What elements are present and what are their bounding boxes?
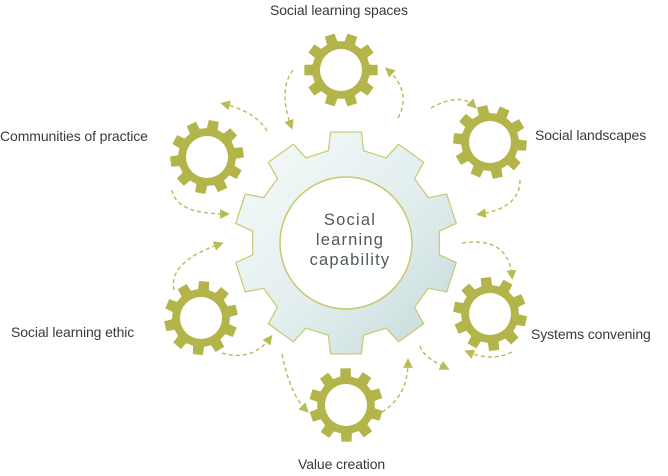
label-social-learning-spaces: Social learning spaces <box>270 2 408 18</box>
cycle-arrow <box>172 241 224 291</box>
label-communities-of-practice: Communities of practice <box>0 128 148 144</box>
cycle-arrow <box>464 349 513 359</box>
gear-hole <box>469 293 511 335</box>
cycle-arrow <box>221 334 273 357</box>
center-label-line: learning <box>315 231 385 249</box>
label-value-creation: Value creation <box>298 456 386 472</box>
center-label: Social learning capability <box>290 210 410 270</box>
cycle-arrow <box>381 358 413 413</box>
label-systems-convening: Systems convening <box>531 326 651 342</box>
gear-hole <box>320 49 362 91</box>
gear-hole <box>325 384 367 426</box>
label-social-landscapes: Social landscapes <box>535 127 647 143</box>
cycle-arrow <box>476 179 521 218</box>
cycle-arrow <box>284 69 294 130</box>
center-label-line: Social <box>323 211 377 229</box>
gear-hole <box>469 121 511 163</box>
cycle-arrow <box>430 98 477 109</box>
cycle-arrow <box>385 67 404 119</box>
center-label-line: capability <box>309 251 391 269</box>
cycle-arrow <box>171 189 230 219</box>
cycle-arrow <box>419 345 450 370</box>
gear-hole <box>180 297 222 339</box>
cycle-arrow <box>220 100 268 132</box>
central-gear-hub <box>279 176 413 310</box>
cycle-arrow <box>461 241 517 280</box>
label-social-learning-ethic: Social learning ethic <box>11 324 135 340</box>
cycle-arrow <box>281 353 309 413</box>
gear-hole <box>186 136 228 178</box>
